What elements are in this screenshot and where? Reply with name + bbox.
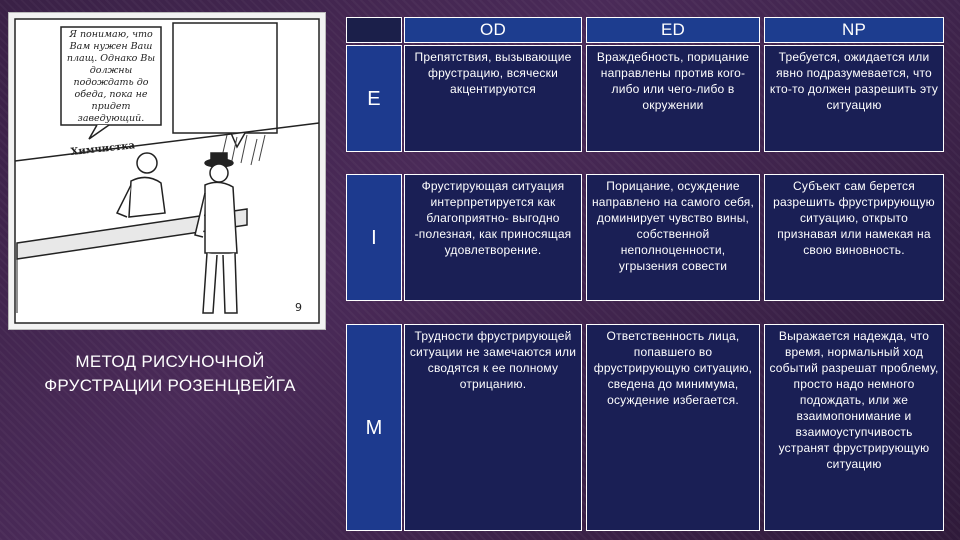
cell-m-ed: Ответственность лица, попавшего во фруст… [586,324,760,531]
cell-e-np: Требуется, ожидается или явно подразумев… [764,45,944,152]
speech-bubble-left [60,26,162,126]
picture-number: 9 [295,301,302,314]
cell-e-od: Препятствия, вызывающие фрустрацию, всяч… [404,45,582,152]
column-header-np: NP [764,17,944,43]
rosenzweig-test-picture: Я понимаю, что Вам нужен Ваш плащ. Однак… [8,12,326,330]
row-label-e: E [346,45,402,152]
row-label-i: I [346,174,402,301]
row-label-m: M [346,324,402,531]
cell-i-np: Субъект сам берется разрешить фрустрирую… [764,174,944,301]
speech-text-left: Я понимаю, что Вам нужен Ваш плащ. Однак… [66,29,156,124]
cell-e-ed: Враждебность, порицание направлены проти… [586,45,760,152]
cell-m-od: Трудности фрустрирующей ситуации не заме… [404,324,582,531]
speech-bubble-right-empty [172,22,278,134]
cell-m-np: Выражается надежда, что время, нормальны… [764,324,944,531]
cell-i-ed: Порицание, осуждение направлено на самог… [586,174,760,301]
slide-title: МЕТОД РИСУНОЧНОЙ ФРУСТРАЦИИ РОЗЕНЦВЕЙГА [44,352,296,395]
column-header-ed: ED [586,17,760,43]
cell-i-od: Фрустирующая ситуация интерпретируется к… [404,174,582,301]
cartoon-illustration: Я понимаю, что Вам нужен Ваш плащ. Однак… [14,18,320,324]
header-corner [346,17,402,43]
column-header-od: OD [404,17,582,43]
